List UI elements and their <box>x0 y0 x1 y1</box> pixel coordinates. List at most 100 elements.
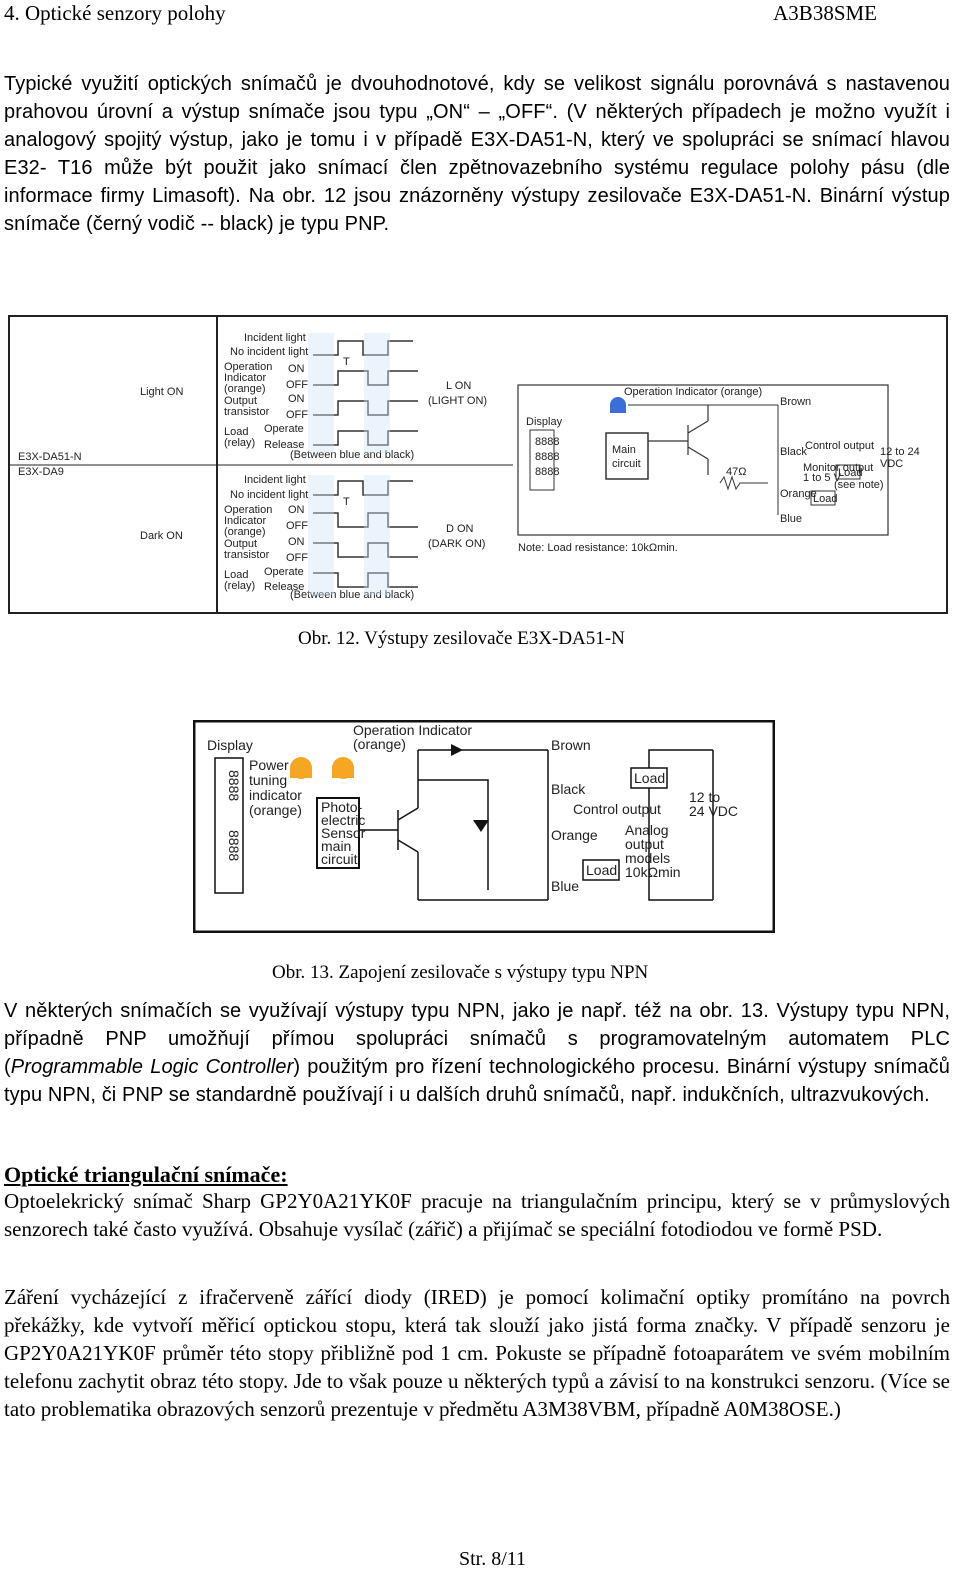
diagram-label: (orange) <box>224 383 266 395</box>
diagram-label: Orange <box>780 488 817 500</box>
diagram-label: Operation Indicator <box>353 722 472 738</box>
diagram-label: Output <box>224 395 257 407</box>
intro-paragraph: Typické využití optických snímačů je dvo… <box>4 73 950 235</box>
diagram-label: Display <box>207 737 253 753</box>
diagram-label: electric <box>321 812 365 828</box>
diagram-label: (orange) <box>249 802 302 818</box>
diagram-label: (orange) <box>224 526 266 538</box>
diagram-label: Load <box>813 493 837 505</box>
triangulation-paragraph-2: Záření vycházející z ifračerveně zářící … <box>4 1285 950 1421</box>
diagram-label: Blue <box>551 878 579 894</box>
figure-12-caption: Obr. 12. Výstupy zesilovače E3X-DA51-N <box>298 628 625 649</box>
diagram-label: Operation <box>224 361 272 373</box>
page-number: Str. 8/11 <box>459 1548 527 1570</box>
diagram-label: T <box>343 496 350 508</box>
diagram-label: Analog <box>625 822 669 838</box>
diagram-label: (LIGHT ON) <box>428 395 487 407</box>
diagram-label: 8888 <box>535 451 559 463</box>
diagram-label: T <box>343 356 350 368</box>
diagram-label: 8888 <box>226 770 242 801</box>
diagram-label: OFF <box>286 520 308 532</box>
diagram-label: Incident light <box>244 474 306 486</box>
diagram-label: OFF <box>286 409 308 421</box>
diagram-label: Brown <box>551 737 591 753</box>
running-header-course: A3B38SME <box>773 1 877 25</box>
diagram-label: Indicator <box>224 372 267 384</box>
dark-on-label: Dark ON <box>140 530 183 542</box>
diagram-label: circuit <box>612 458 641 470</box>
diagram-label: main <box>321 838 351 854</box>
diagram-label: Control output <box>573 801 661 817</box>
diagram-label: Indicator <box>224 515 267 527</box>
diagram-label: Note: Load resistance: 10kΩmin. <box>518 542 678 554</box>
diagram-label: VDC <box>880 458 903 470</box>
model-name-2: E3X-DA9 <box>18 466 64 478</box>
diagram-label: 1 to 5 V <box>803 472 842 484</box>
diagram-label: transistor <box>224 549 270 561</box>
diagram-label: Operate <box>264 566 304 578</box>
diagram-label: OFF <box>286 379 308 391</box>
diagram-label: Incident light <box>244 332 306 344</box>
light-on-label: Light ON <box>140 386 183 398</box>
diagram-label: Display <box>526 416 563 428</box>
diagram-label: Operation Indicator (orange) <box>624 386 762 398</box>
diagram-label: Operation <box>224 504 272 516</box>
figure-12-diagram: Light ON Dark ON E3X-DA51-N E3X-DA9 Inci… <box>8 315 948 614</box>
diagram-label: 8888 <box>535 466 559 478</box>
diagram-label: transistor <box>224 406 270 418</box>
diagram-label: L ON <box>446 380 471 392</box>
diagram-label: ON <box>288 363 305 375</box>
diagram-label: Load <box>224 569 248 581</box>
diagram-label: D ON <box>446 523 474 535</box>
diagram-label: ON <box>288 393 305 405</box>
diagram-label: OFF <box>286 552 308 564</box>
figure-13-diagram: Display 8888 8888 Operation Indicator (o… <box>193 720 775 933</box>
diagram-label: 8888 <box>226 830 242 861</box>
npn-paragraph: V některých snímačích se využívají výstu… <box>4 1000 950 1106</box>
running-header-chapter: 4. Optické senzory polohy <box>4 1 226 25</box>
diagram-label: Load <box>838 467 862 479</box>
diagram-label: 8888 <box>535 436 559 448</box>
diagram-label: Output <box>224 538 257 550</box>
diagram-label: (relay) <box>224 437 255 449</box>
diagram-label: Main <box>612 444 636 456</box>
diagram-label: Release <box>264 439 304 451</box>
diagram-label: (Between blue and black) <box>290 589 414 601</box>
diagram-label: Black <box>780 446 807 458</box>
diagram-label: circuit <box>321 851 358 867</box>
triangulation-paragraph-1: Optoelekrický snímač Sharp GP2Y0A21YK0F … <box>4 1189 950 1241</box>
diagram-label: 24 VDC <box>689 803 738 819</box>
section-title: Optické triangulační snímače: <box>4 1162 288 1187</box>
diagram-label: ON <box>288 504 305 516</box>
diagram-label: Load <box>224 426 248 438</box>
diagram-label: 10kΩmin <box>625 864 681 880</box>
diagram-label: tuning <box>249 772 287 788</box>
diagram-label: output <box>625 836 664 852</box>
diagram-label: Power <box>249 757 289 773</box>
diagram-label: 47Ω <box>726 466 746 478</box>
diagram-label: Release <box>264 581 304 593</box>
diagram-label: Blue <box>780 513 802 525</box>
figure-13-caption: Obr. 13. Zapojení zesilovače s výstupy t… <box>272 962 649 983</box>
diagram-label: 12 to <box>689 789 720 805</box>
diagram-label: (DARK ON) <box>428 538 485 550</box>
diagram-label: (Between blue and black) <box>290 449 414 461</box>
diagram-label: No incident light <box>230 346 308 358</box>
diagram-label: ON <box>288 536 305 548</box>
diagram-label: Control output <box>805 440 874 452</box>
diagram-label: Orange <box>551 827 598 843</box>
diagram-label: (orange) <box>353 736 406 752</box>
model-name-1: E3X-DA51-N <box>18 451 82 463</box>
diagram-label: (see note) <box>834 479 884 491</box>
diagram-label: 12 to 24 <box>880 446 920 458</box>
diagram-label: Brown <box>780 396 811 408</box>
diagram-label: Black <box>551 781 586 797</box>
diagram-label: (relay) <box>224 580 255 592</box>
diagram-label: Load <box>634 770 665 786</box>
diagram-label: Photo- <box>321 799 363 815</box>
diagram-label: Load <box>586 862 617 878</box>
diagram-label: Sensor <box>321 825 366 841</box>
diagram-label: indicator <box>249 787 302 803</box>
diagram-label: No incident light <box>230 489 308 501</box>
diagram-label: Operate <box>264 423 304 435</box>
